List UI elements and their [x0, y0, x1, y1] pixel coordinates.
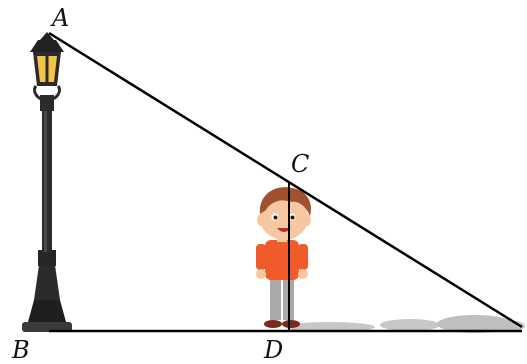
- ground-shadow-icon: [285, 315, 525, 333]
- label-point-C: C: [291, 150, 309, 178]
- label-point-D: D: [263, 336, 283, 364]
- street-lamp-icon: [22, 32, 72, 332]
- triangle-lines: [48, 31, 523, 333]
- segment-AE: [48, 31, 523, 329]
- label-point-B: B: [11, 336, 30, 364]
- boy-figure-icon: [256, 187, 312, 328]
- label-point-A: A: [50, 4, 69, 32]
